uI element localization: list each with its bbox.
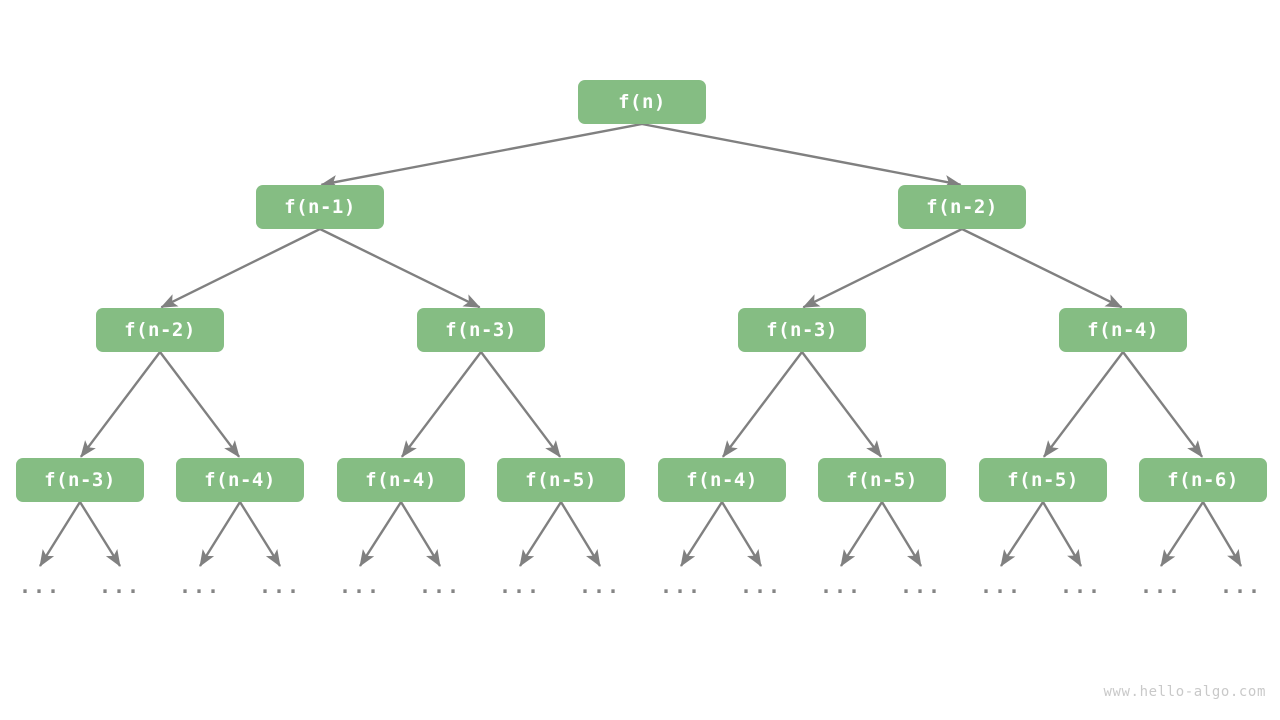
leaf-edge-5 [399,501,442,567]
tree-node-l1n1: f(n-2) [898,185,1026,229]
ellipsis-marker: ... [659,574,703,598]
watermark-text: www.hello-algo.com [1103,684,1266,700]
tree-edge-l2n2-to-l3n5 [801,351,883,458]
tree-node-l3n2: f(n-4) [337,458,465,502]
leaf-edge-1 [78,501,122,567]
tree-edge-l1n1-to-l2n3 [961,227,1123,309]
tree-edge-l2n1-to-l3n3 [480,351,562,458]
tree-node-label: f(n-6) [1167,469,1239,491]
tree-node-label: f(n-1) [284,196,356,218]
ellipsis-marker: ... [899,574,943,598]
leaf-edge-8 [679,501,724,567]
ellipsis-marker: ... [178,574,222,598]
tree-edge-l2n3-to-l3n7 [1122,351,1204,458]
tree-edge-l1n1-to-l2n2 [802,227,963,309]
tree-edge-l0n0-to-l1n0 [320,122,643,189]
tree-node-l3n4: f(n-4) [658,458,786,502]
tree-node-label: f(n-3) [445,319,517,341]
tree-node-label: f(n-2) [926,196,998,218]
tree-edge-l2n1-to-l3n2 [400,351,482,458]
tree-node-l3n6: f(n-5) [979,458,1107,502]
ellipsis-marker: ... [18,574,62,598]
tree-node-l2n3: f(n-4) [1059,308,1187,352]
tree-node-label: f(n-3) [766,319,838,341]
ellipsis-marker: ... [819,574,863,598]
ellipsis-marker: ... [258,574,302,598]
tree-node-label: f(n-4) [204,469,276,491]
tree-node-l3n5: f(n-5) [818,458,946,502]
tree-edge-l2n0-to-l3n0 [79,351,161,458]
ellipsis-marker: ... [739,574,783,598]
tree-edge-l2n0-to-l3n1 [159,351,241,458]
leaf-edge-0 [38,501,82,567]
leaf-edge-4 [358,501,403,567]
tree-edge-l2n3-to-l3n6 [1042,351,1124,458]
tree-node-l3n7: f(n-6) [1139,458,1267,502]
tree-edge-l2n2-to-l3n4 [721,351,803,458]
tree-node-l2n0: f(n-2) [96,308,224,352]
tree-edge-l0n0-to-l1n1 [641,122,962,189]
tree-node-label: f(n-4) [1087,319,1159,341]
leaf-edge-6 [518,501,563,567]
tree-node-label: f(n-2) [124,319,196,341]
ellipsis-marker: ... [578,574,622,598]
tree-node-label: f(n-4) [686,469,758,491]
ellipsis-marker: ... [1139,574,1183,598]
ellipsis-marker: ... [1219,574,1263,598]
tree-node-l3n1: f(n-4) [176,458,304,502]
tree-node-label: f(n) [618,91,666,113]
tree-node-label: f(n-5) [1007,469,1079,491]
leaf-edge-2 [198,501,242,567]
leaf-edge-14 [1159,501,1205,567]
tree-node-l0n0: f(n) [578,80,706,124]
ellipsis-marker: ... [338,574,382,598]
leaf-edge-7 [559,501,602,567]
ellipsis-marker: ... [498,574,542,598]
ellipsis-marker: ... [1059,574,1103,598]
tree-node-l1n0: f(n-1) [256,185,384,229]
tree-edge-l1n0-to-l2n1 [319,227,481,309]
leaf-edge-11 [880,501,923,567]
tree-node-label: f(n-5) [525,469,597,491]
leaf-edge-9 [720,501,763,567]
ellipsis-marker: ... [98,574,142,598]
leaf-edge-3 [238,501,282,567]
leaf-edge-12 [999,501,1045,567]
tree-edge-l1n0-to-l2n0 [160,227,321,309]
tree-node-l2n1: f(n-3) [417,308,545,352]
leaf-edge-13 [1041,501,1083,567]
ellipsis-marker: ... [979,574,1023,598]
tree-node-l3n0: f(n-3) [16,458,144,502]
tree-node-l3n3: f(n-5) [497,458,625,502]
tree-node-label: f(n-3) [44,469,116,491]
tree-node-label: f(n-5) [846,469,918,491]
leaf-edge-15 [1201,501,1243,567]
tree-node-l2n2: f(n-3) [738,308,866,352]
ellipsis-marker: ... [418,574,462,598]
leaf-edge-10 [839,501,884,567]
tree-node-label: f(n-4) [365,469,437,491]
